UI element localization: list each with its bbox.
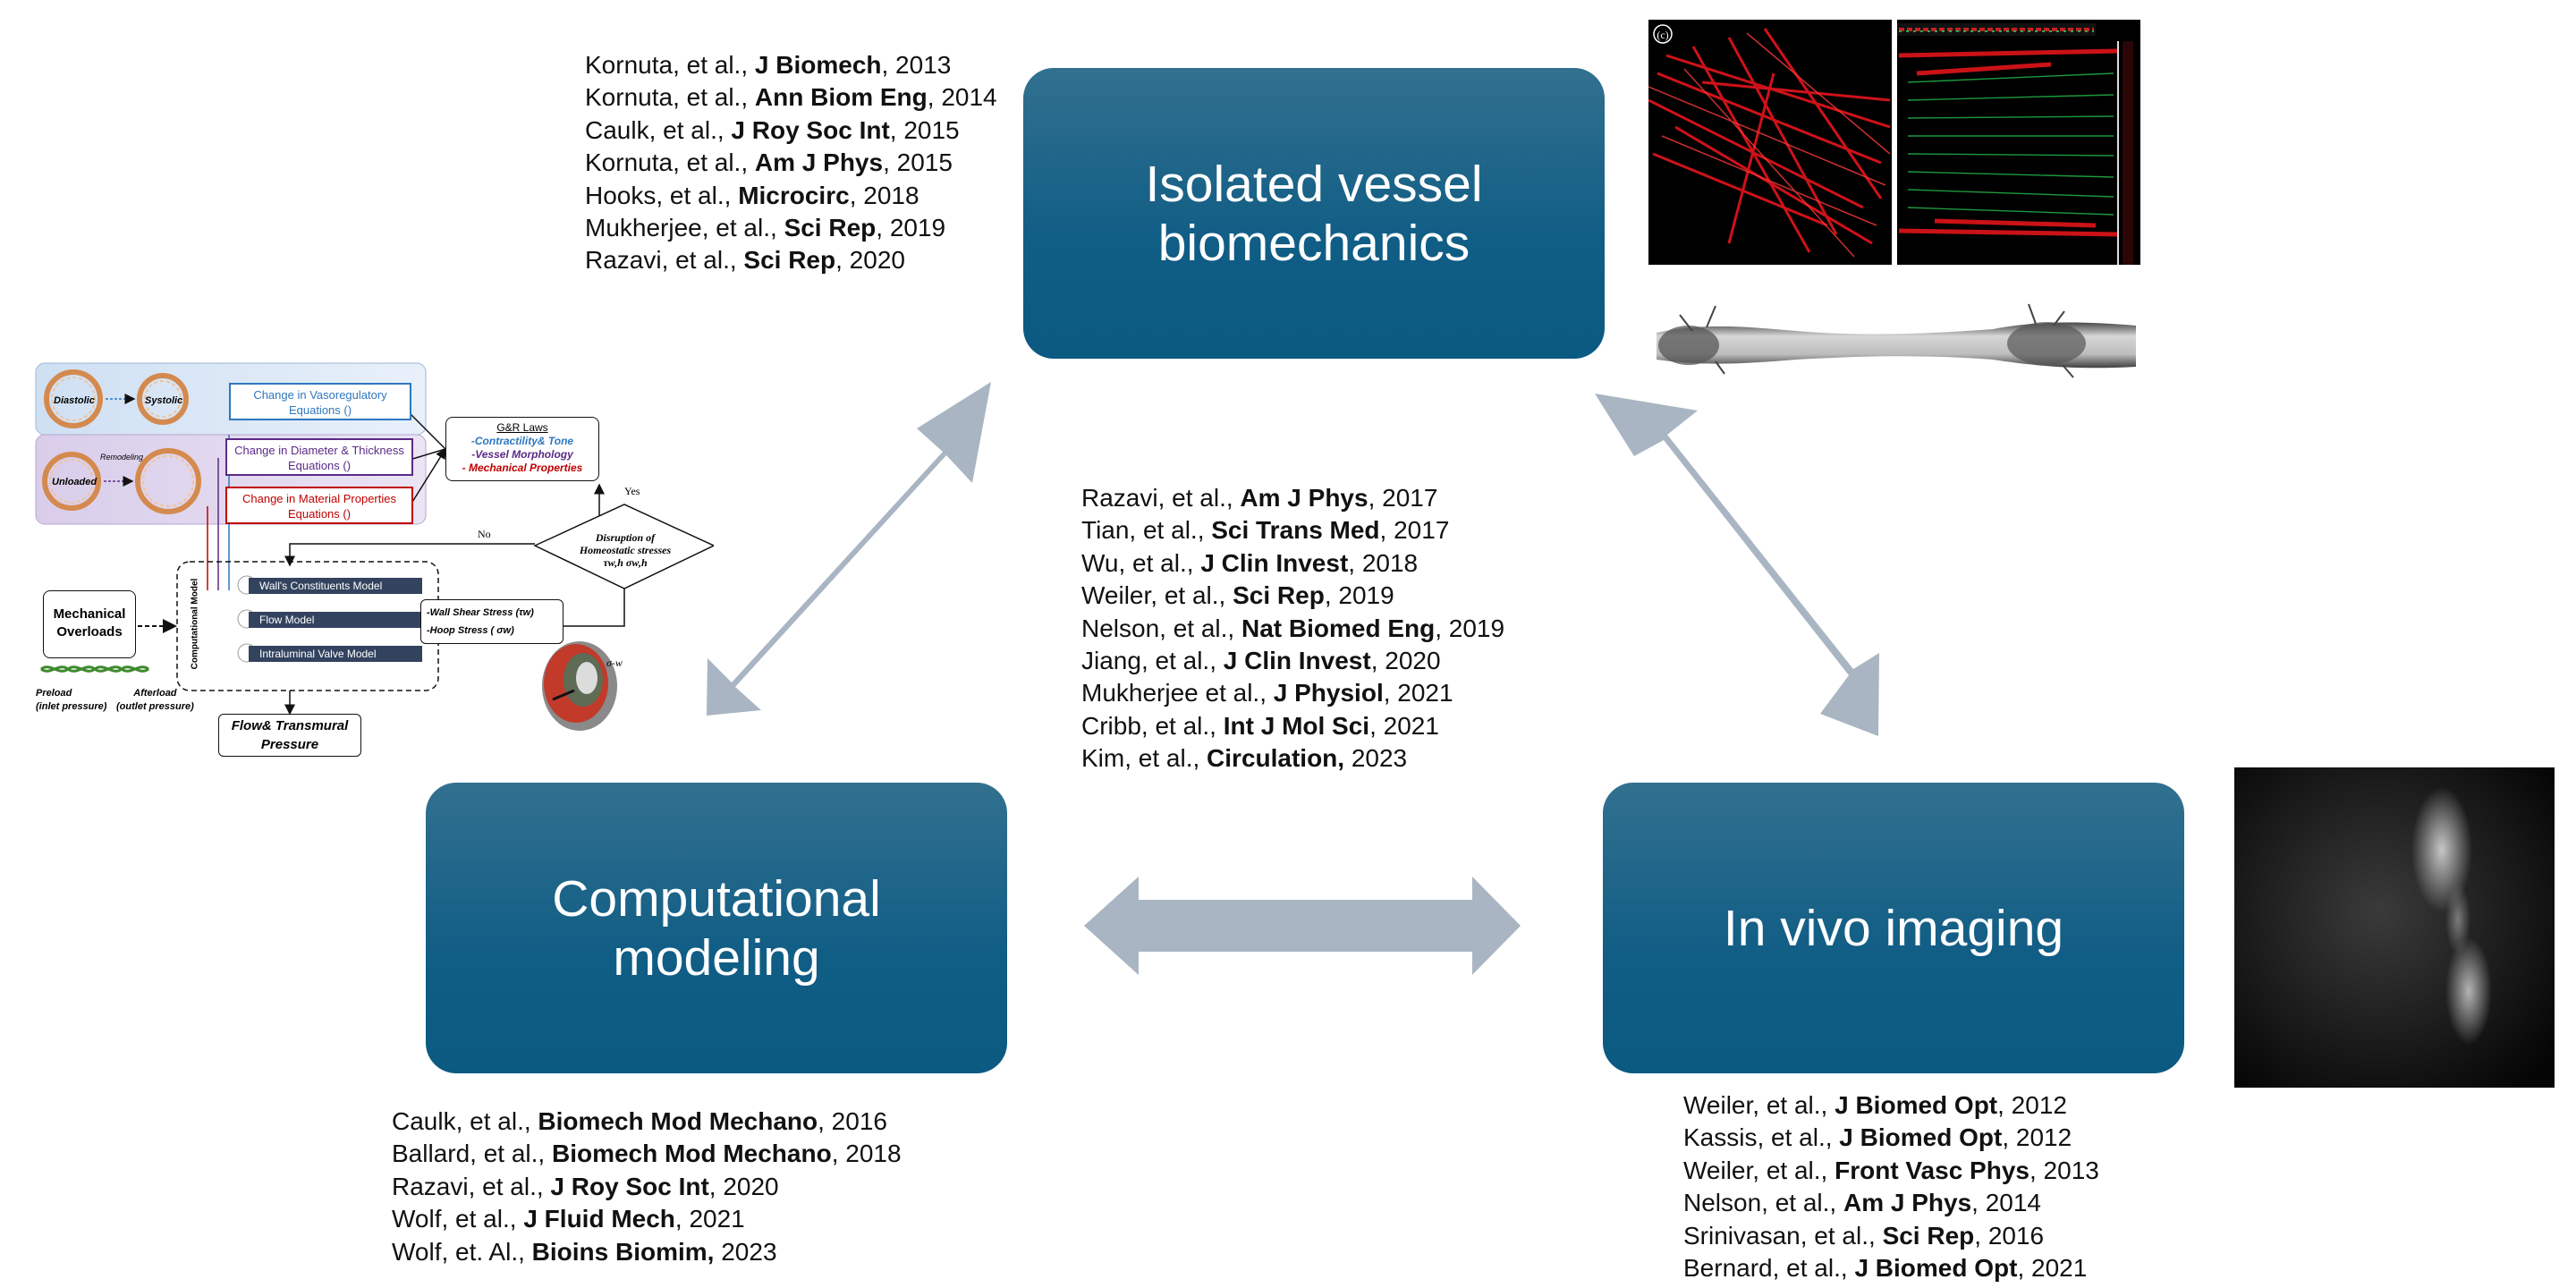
systolic-label: Systolic xyxy=(145,395,183,406)
arrow-isolated-invivo xyxy=(1595,394,1879,736)
gr-title: G&R Laws xyxy=(496,421,548,434)
outlet-text: (outlet pressure) xyxy=(116,701,194,712)
ref-item: Caulk, et al., Biomech Mod Mechano, 2016 xyxy=(392,1107,887,1135)
ref-item: Razavi, et al., J Roy Soc Int, 2020 xyxy=(392,1172,779,1200)
ref-item: Cribb, et al., Int J Mol Sci, 2021 xyxy=(1081,711,1439,740)
gr-contractility: -Contractility& Tone xyxy=(470,435,574,447)
in-vivo-image xyxy=(2234,767,2555,1088)
ref-item: Ballard, et al., Biomech Mod Mechano, 20… xyxy=(392,1140,902,1168)
arrow-isolated-computational xyxy=(707,382,991,716)
flow-model: Flow Model xyxy=(249,612,422,628)
disruption-text: Disruption of Homeostatic stresses xyxy=(579,531,672,556)
remodeling-label: Remodeling xyxy=(100,453,144,462)
walls-model: Wall's Constituents Model xyxy=(249,578,422,594)
hoop-label: -Hoop Stress ( σw) xyxy=(427,625,514,636)
label-c: (c) xyxy=(1657,29,1668,41)
refs-center: Razavi, et al., Am J Phys, 2017 Tian, et… xyxy=(1081,482,1504,775)
unloaded-label: Unloaded xyxy=(52,477,97,487)
gr-morphology: -Vessel Morphology xyxy=(471,448,573,461)
ref-item: Kornuta, et al., J Biomech, 2013 xyxy=(585,51,952,79)
diastolic-label: Diastolic xyxy=(54,395,95,406)
ref-item: Wolf, et al., J Fluid Mech, 2021 xyxy=(392,1205,745,1233)
ref-item: Caulk, et al., J Roy Soc Int, 2015 xyxy=(585,115,960,144)
valve-model: Intraluminal Valve Model xyxy=(249,646,422,662)
computational-model-label: Computational Model xyxy=(190,578,200,670)
ref-item: Nelson, et al., Am J Phys, 2014 xyxy=(1683,1189,2042,1217)
transmural-box: Flow& Transmural Pressure xyxy=(218,714,361,757)
gr-mechanical: - Mechanical Properties xyxy=(462,462,583,474)
disruption-symbols: τw,h σw,h xyxy=(603,556,648,569)
preload-label: Preload (inlet pressure) xyxy=(36,687,106,714)
ref-item: Bernard, et al., J Biomed Opt, 2021 xyxy=(1683,1254,2088,1283)
ref-item: Mukherjee et al., J Physiol, 2021 xyxy=(1081,679,1453,708)
material-box: Change in Material Properties Equations … xyxy=(225,487,413,524)
no-label: No xyxy=(478,528,491,540)
vessel-image xyxy=(1657,303,2136,378)
ref-item: Weiler, et al., Front Vasc Phys, 2013 xyxy=(1683,1156,2099,1184)
stress-box: -Wall Shear Stress (τw) -Hoop Stress ( σ… xyxy=(420,599,564,644)
ref-item: Razavi, et al., Am J Phys, 2017 xyxy=(1081,484,1438,512)
computational-modeling-box: Computational modeling xyxy=(426,783,1007,1073)
sigma-label: σ-w xyxy=(606,657,623,669)
wss-label: -Wall Shear Stress (τw) xyxy=(427,607,534,618)
ref-item: Kim, et al., Circulation, 2023 xyxy=(1081,744,1408,773)
afterload-text: Afterload xyxy=(133,688,177,699)
gr-laws-box: G&R Laws -Contractility& Tone -Vessel Mo… xyxy=(445,417,599,481)
ref-item: Nelson, et al., Nat Biomed Eng, 2019 xyxy=(1081,614,1505,642)
ref-item: Tian, et al., Sci Trans Med, 2017 xyxy=(1081,516,1450,545)
vasoreg-box: Change in Vasoregulatory Equations () xyxy=(229,383,411,420)
ref-item: Kornuta, et al., Ann Biom Eng, 2014 xyxy=(585,83,997,112)
isolated-vessel-box: Isolated vessel biomechanics xyxy=(1023,68,1605,359)
mechanical-overloads-box: Mechanical Overloads xyxy=(43,590,136,658)
ref-item: Weiler, et al., Sci Rep, 2019 xyxy=(1081,581,1394,610)
in-vivo-imaging-box: In vivo imaging xyxy=(1603,783,2184,1073)
ref-item: Hooks, et al., Microcirc, 2018 xyxy=(585,181,919,209)
afterload-label: Afterload (outlet pressure) xyxy=(116,687,194,714)
microscopy-image: (c) (d) xyxy=(1648,20,2140,265)
preload-text: Preload xyxy=(36,688,72,699)
ref-item: Kornuta, et al., Am J Phys, 2015 xyxy=(585,148,953,177)
inlet-text: (inlet pressure) xyxy=(36,701,107,712)
ref-item: Kassis, et al., J Biomed Opt, 2012 xyxy=(1683,1123,2072,1152)
ref-item: Srinivasan, et al., Sci Rep, 2016 xyxy=(1683,1221,2045,1250)
ref-item: Wu, et al., J Clin Invest, 2018 xyxy=(1081,548,1419,577)
ref-item: Weiler, et al., J Biomed Opt, 2012 xyxy=(1683,1091,2067,1119)
ref-item: Wolf, et. Al., Bioins Biomim, 2023 xyxy=(392,1237,777,1266)
disruption-label: Disruption of Homeostatic stresses τw,h … xyxy=(576,531,674,569)
refs-computational: Caulk, et al., Biomech Mod Mechano, 2016… xyxy=(392,1106,902,1268)
refs-invivo: Weiler, et al., J Biomed Opt, 2012 Kassi… xyxy=(1683,1089,2099,1284)
ref-item: Jiang, et al., J Clin Invest, 2020 xyxy=(1081,647,1441,675)
arrow-computational-invivo xyxy=(1084,877,1521,975)
computational-model-diagram: Diastolic Systolic Remodeling Unloaded C… xyxy=(34,360,714,762)
refs-isolated: Kornuta, et al., J Biomech, 2013 Kornuta… xyxy=(585,49,997,277)
diameter-box: Change in Diameter & Thickness Equations… xyxy=(225,438,413,476)
yes-label: Yes xyxy=(624,485,640,497)
ref-item: Razavi, et al., Sci Rep, 2020 xyxy=(585,246,905,275)
ref-item: Mukherjee, et al., Sci Rep, 2019 xyxy=(585,214,946,242)
label-d: (d) xyxy=(2115,22,2131,36)
